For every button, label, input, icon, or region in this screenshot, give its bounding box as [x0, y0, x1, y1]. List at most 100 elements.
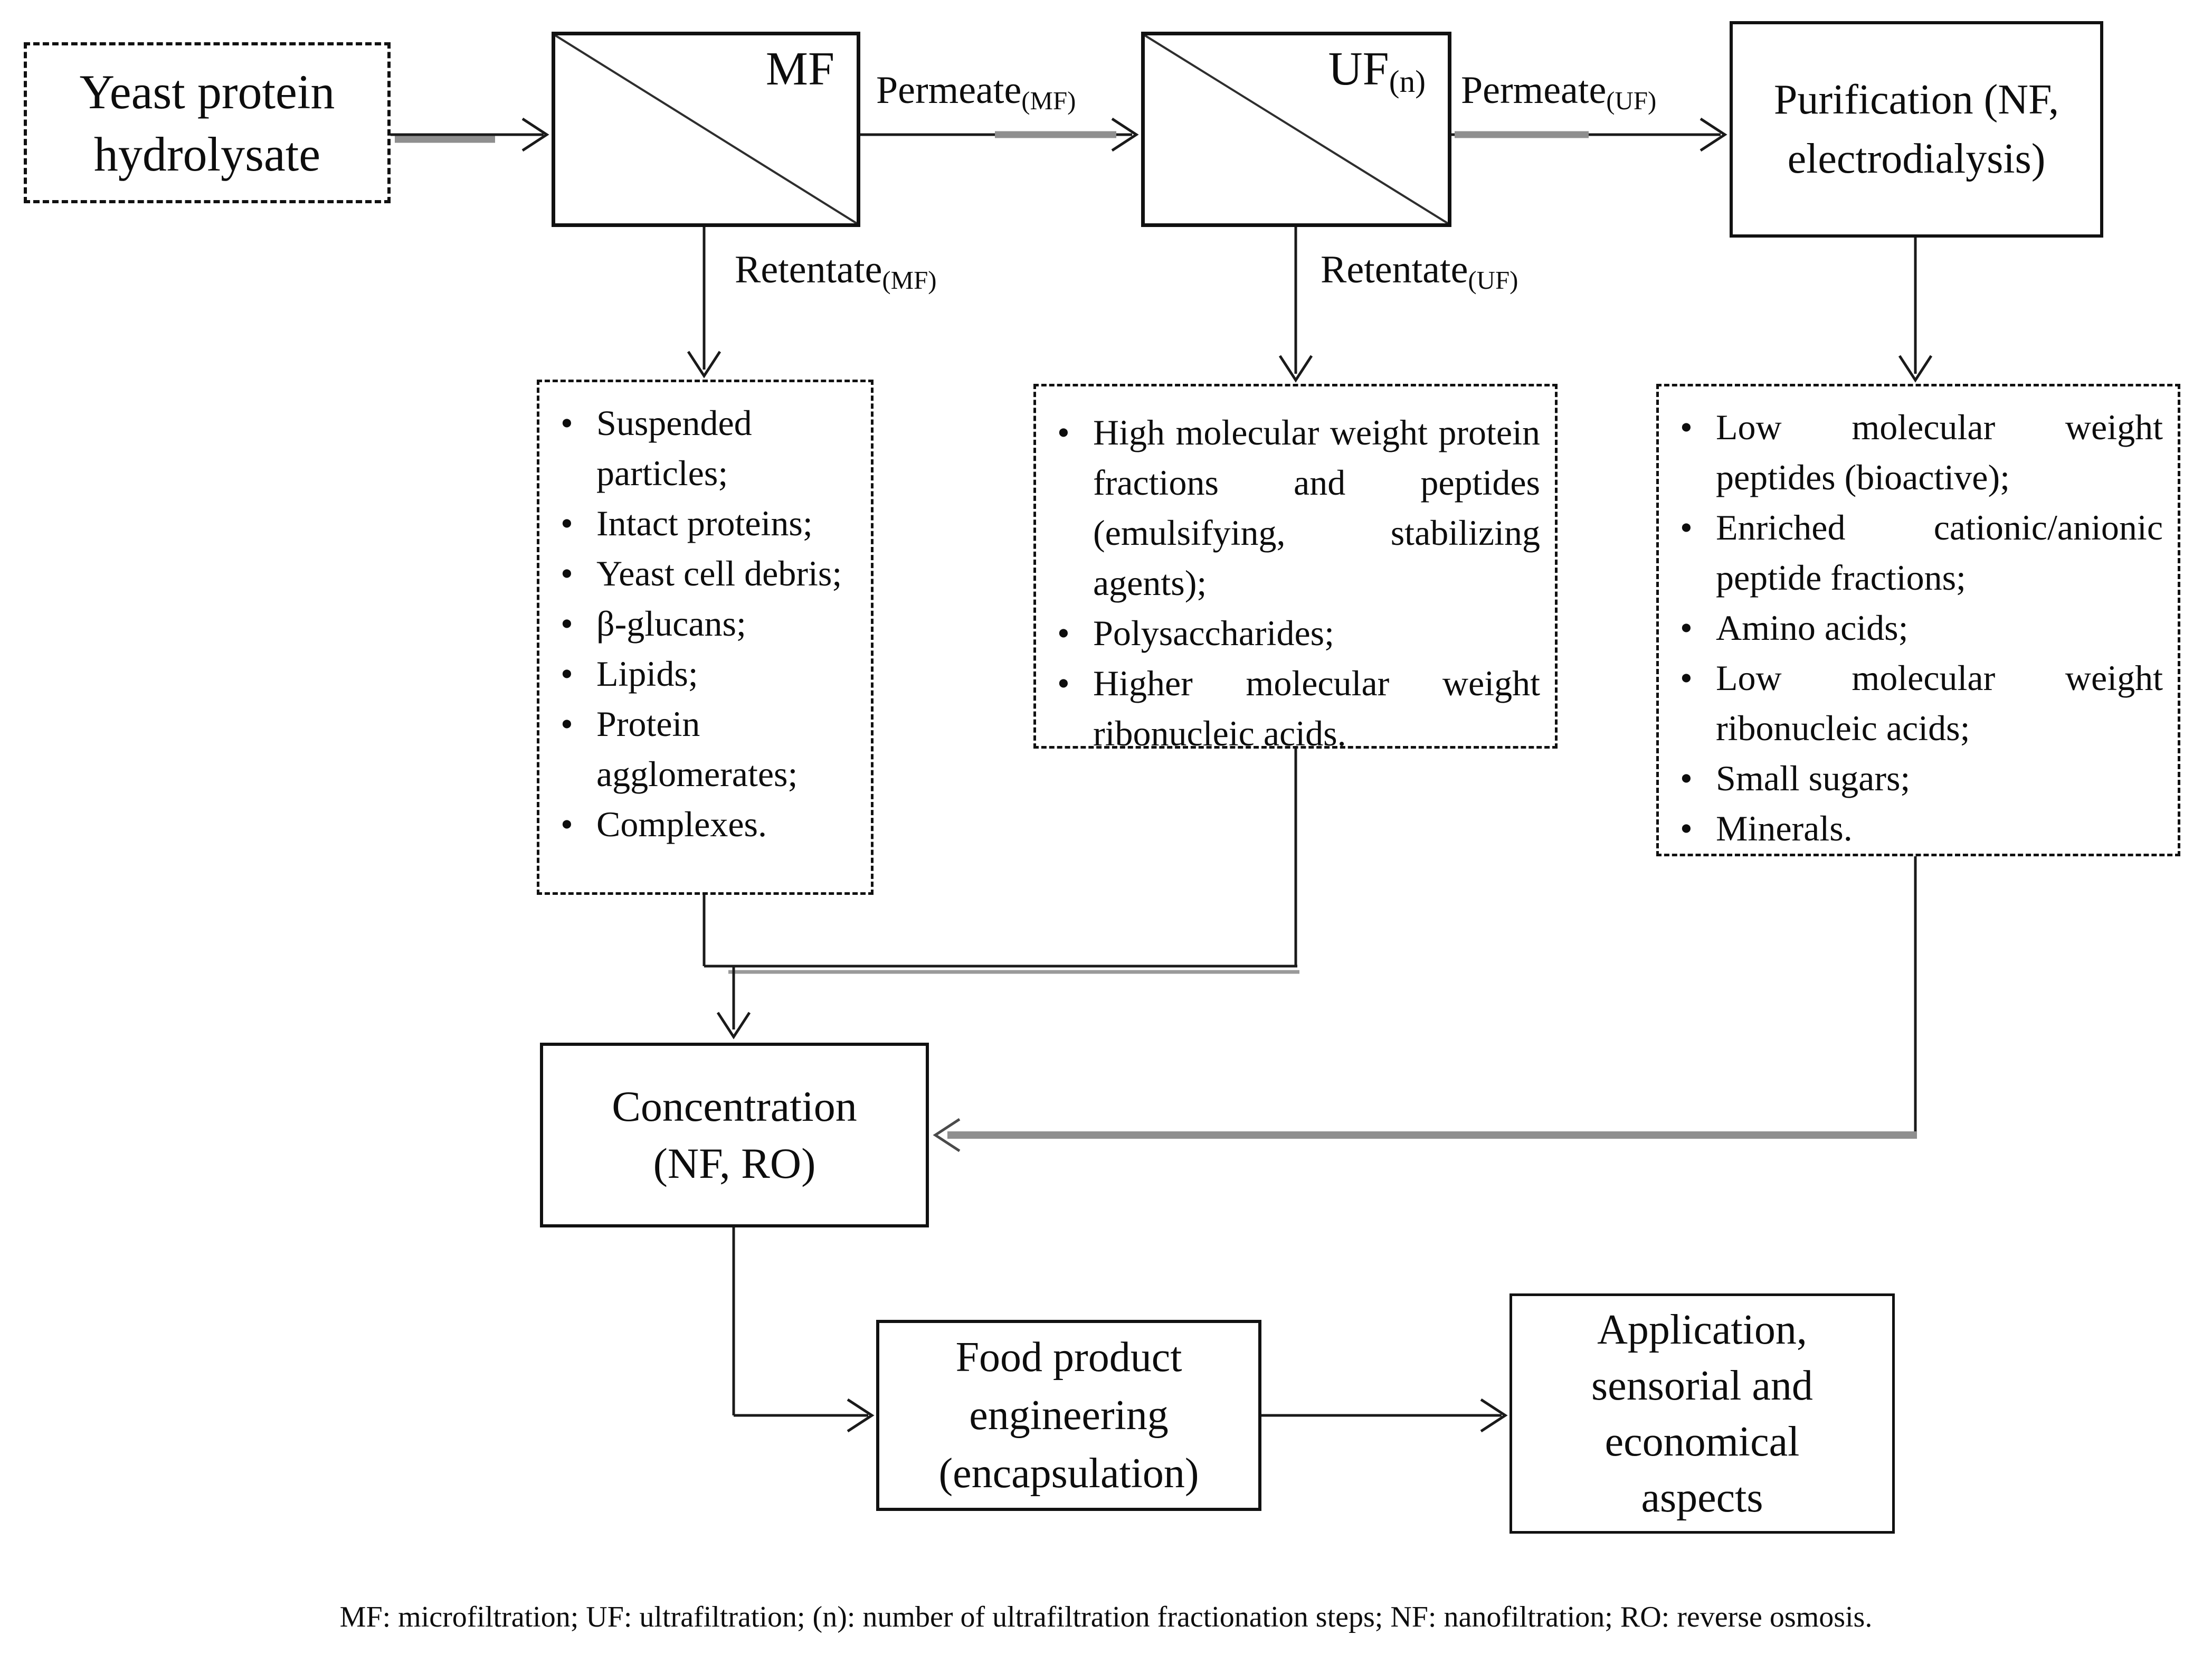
permeate-mf-label: Permeate(MF): [876, 68, 1076, 117]
retentate-uf-subscript: (UF): [1468, 265, 1518, 295]
arrowhead-into-application: [1480, 1398, 1508, 1433]
list-item: • Polysaccharides;: [1036, 608, 1540, 658]
yeast-protein-hydrolysate-text: Yeast protein hydrolysate: [79, 64, 335, 181]
retentate-mf-subscript: (MF): [882, 265, 937, 295]
list-item-text: Small sugars;: [1716, 758, 1911, 798]
arrowhead-into-mf-list: [687, 351, 721, 379]
bullet-icon: •: [1680, 758, 1693, 798]
bullet-icon: •: [1057, 613, 1070, 653]
list-item-text: Higher molecular weight ribonucleic acid…: [1093, 663, 1540, 753]
mf-label: MF: [765, 43, 834, 95]
food-product-text: Food product engineering (encapsulation): [938, 1328, 1199, 1503]
bullet-icon: •: [1057, 412, 1070, 452]
list-item: • Suspended particles;: [539, 398, 859, 498]
uf-retentate-list: • High molecular weight protein fractions…: [1033, 384, 1558, 753]
permeate-uf-subscript: (UF): [1606, 86, 1657, 115]
purification-products-list: • Low molecular weight peptides (bioactiv…: [1656, 384, 2180, 856]
food-product-line: engineering: [969, 1392, 1169, 1439]
list-item: • β-glucans;: [539, 599, 859, 649]
mf-retentate-list: •Suspended particles; •Intact proteins; …: [537, 380, 874, 895]
list-item: • Amino acids;: [1659, 603, 2163, 653]
application-line: economical: [1605, 1418, 1800, 1465]
yeast-protein-hydrolysate-box: Yeast protein hydrolysate: [24, 42, 391, 203]
food-product-line: (encapsulation): [938, 1450, 1199, 1497]
list-item: • Intact proteins;: [539, 498, 859, 549]
list-item-text: Complexes.: [596, 804, 767, 844]
permeate-uf-text: Permeate: [1461, 69, 1607, 112]
application-line: Application,: [1597, 1306, 1807, 1353]
arrowhead-into-uf-list: [1278, 355, 1313, 383]
list-item-text: Lipids;: [596, 654, 698, 694]
list-item-text: Protein agglomerates;: [596, 704, 798, 794]
bullet-icon: •: [561, 603, 573, 644]
list-item-text: Intact proteins;: [596, 503, 813, 543]
list-item-text: β-glucans;: [596, 603, 746, 644]
list-item: • Higher molecular weight ribonucleic aci…: [1036, 658, 1540, 759]
arrowhead-into-purification-list: [1898, 355, 1933, 383]
uf-membrane-diagonal: [1144, 34, 1449, 224]
retentate-uf-label: Retentate(UF): [1321, 247, 1518, 297]
bullet-icon: •: [1680, 808, 1693, 848]
mf-membrane-diagonal: [554, 34, 858, 224]
bullet-icon: •: [561, 804, 573, 844]
permeate-mf-subscript: (MF): [1021, 86, 1076, 115]
bullet-icon: •: [561, 553, 573, 593]
list-item-text: Suspended particles;: [596, 403, 752, 493]
mf-membrane-box: MF: [552, 32, 860, 227]
list-item: • Yeast cell debris;: [539, 549, 859, 599]
bullet-icon: •: [561, 503, 573, 543]
list-item-text: High molecular weight protein fractions …: [1093, 412, 1540, 603]
purification-text: Purification (NF, electrodialysis): [1773, 77, 2059, 182]
arrowhead-into-food: [847, 1398, 875, 1433]
list-item: • Small sugars;: [1659, 753, 2163, 804]
list-item: •Low molecular weight ribonucleic acids;: [1659, 653, 2163, 753]
list-item: • Complexes.: [539, 799, 859, 849]
list-item: • Low molecular weight peptides (bioactiv…: [1659, 402, 2163, 503]
uf-membrane-box: UF(n): [1141, 32, 1451, 227]
list-item: • Enriched cationic/anionic peptide fract…: [1659, 503, 2163, 603]
arrowhead-into-purification: [1700, 117, 1727, 152]
application-box: Application, sensorial and economical as…: [1510, 1293, 1895, 1534]
concentration-box: Concentration (NF, RO): [540, 1043, 929, 1227]
uf-label-text: UF: [1328, 43, 1389, 95]
list-item-text: Yeast cell debris;: [596, 553, 842, 593]
purification-box: Purification (NF, electrodialysis): [1730, 21, 2103, 238]
retentate-uf-text: Retentate: [1321, 248, 1468, 291]
permeate-mf-text: Permeate: [876, 69, 1022, 112]
arrowhead-into-concentration: [716, 1012, 751, 1040]
permeate-uf-label: Permeate(UF): [1461, 68, 1656, 117]
arrowhead-into-concentration-right: [933, 1118, 961, 1152]
bullet-icon: •: [1680, 658, 1693, 698]
application-line: aspects: [1641, 1474, 1763, 1521]
concentration-line: Concentration: [612, 1082, 857, 1130]
uf-label-subscript: (n): [1389, 64, 1426, 99]
arrowhead-into-mf: [521, 117, 549, 152]
list-item: • Lipids;: [539, 649, 859, 699]
food-product-line: Food product: [955, 1334, 1182, 1381]
list-item: • Minerals.: [1659, 804, 2163, 854]
list-item-text: Amino acids;: [1716, 608, 1909, 648]
bullet-icon: •: [1680, 407, 1693, 447]
bullet-icon: •: [561, 403, 573, 443]
list-item-text: Polysaccharides;: [1093, 613, 1334, 653]
list-item: • Protein agglomerates;: [539, 699, 859, 799]
food-product-box: Food product engineering (encapsulation): [876, 1320, 1261, 1511]
application-line: sensorial and: [1591, 1362, 1813, 1409]
bullet-icon: •: [561, 704, 573, 744]
figure-caption: MF: microfiltration; UF: ultrafiltration…: [339, 1601, 1873, 1633]
arrowhead-into-uf: [1111, 117, 1139, 152]
retentate-mf-text: Retentate: [735, 248, 882, 291]
bullet-icon: •: [561, 654, 573, 694]
list-item-text: Low molecular weight peptides (bioactive…: [1716, 407, 2163, 497]
bullet-icon: •: [1680, 608, 1693, 648]
uf-label: UF(n): [1328, 43, 1426, 100]
concentration-text: Concentration (NF, RO): [612, 1078, 857, 1192]
bullet-icon: •: [1057, 663, 1070, 703]
application-text: Application, sensorial and economical as…: [1591, 1302, 1813, 1526]
concentration-line: (NF, RO): [653, 1139, 816, 1187]
list-item-text: Enriched cationic/anionic peptide fracti…: [1716, 507, 2163, 598]
bullet-icon: •: [1680, 507, 1693, 547]
list-item-text: Minerals.: [1716, 808, 1853, 848]
